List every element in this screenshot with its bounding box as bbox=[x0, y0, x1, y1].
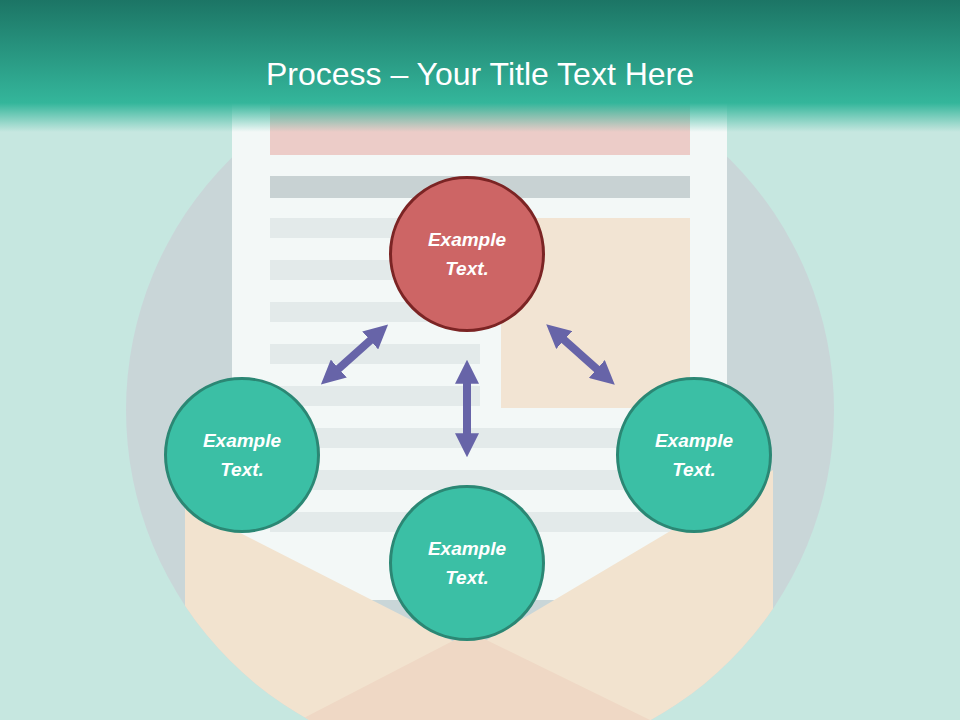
paper-line bbox=[270, 344, 480, 364]
double-arrow bbox=[561, 337, 601, 372]
envelope-flap bbox=[300, 632, 650, 720]
circle-outline bbox=[389, 176, 545, 332]
double-arrow bbox=[335, 337, 374, 371]
node-content: Example Text. bbox=[616, 377, 772, 533]
circle-shape bbox=[166, 379, 319, 532]
circle-outline bbox=[164, 377, 320, 533]
node-text: Example Text. bbox=[411, 225, 523, 283]
node-text: Example Text. bbox=[638, 426, 750, 484]
process-circle: Example Text. bbox=[616, 377, 772, 533]
node-content: Example Text. bbox=[164, 377, 320, 533]
node-content: Example Text. bbox=[389, 176, 545, 332]
circle-outline bbox=[616, 377, 772, 533]
process-circle: Example Text. bbox=[164, 377, 320, 533]
process-circle: Example Text. bbox=[389, 485, 545, 641]
header-band bbox=[0, 0, 960, 132]
backdrop-circle bbox=[126, 56, 834, 720]
double-arrow bbox=[463, 379, 471, 438]
circle-shape bbox=[391, 487, 544, 640]
node-text: Example Text. bbox=[186, 426, 298, 484]
process-circle-highlight: Example Text. bbox=[389, 176, 545, 332]
slide-title: Process – Your Title Text Here bbox=[0, 52, 960, 96]
circle-shape bbox=[391, 178, 544, 331]
circle-outline bbox=[389, 485, 545, 641]
circle-shape bbox=[618, 379, 771, 532]
node-content: Example Text. bbox=[389, 485, 545, 641]
node-text: Example Text. bbox=[411, 534, 523, 592]
paper-line bbox=[270, 386, 480, 406]
